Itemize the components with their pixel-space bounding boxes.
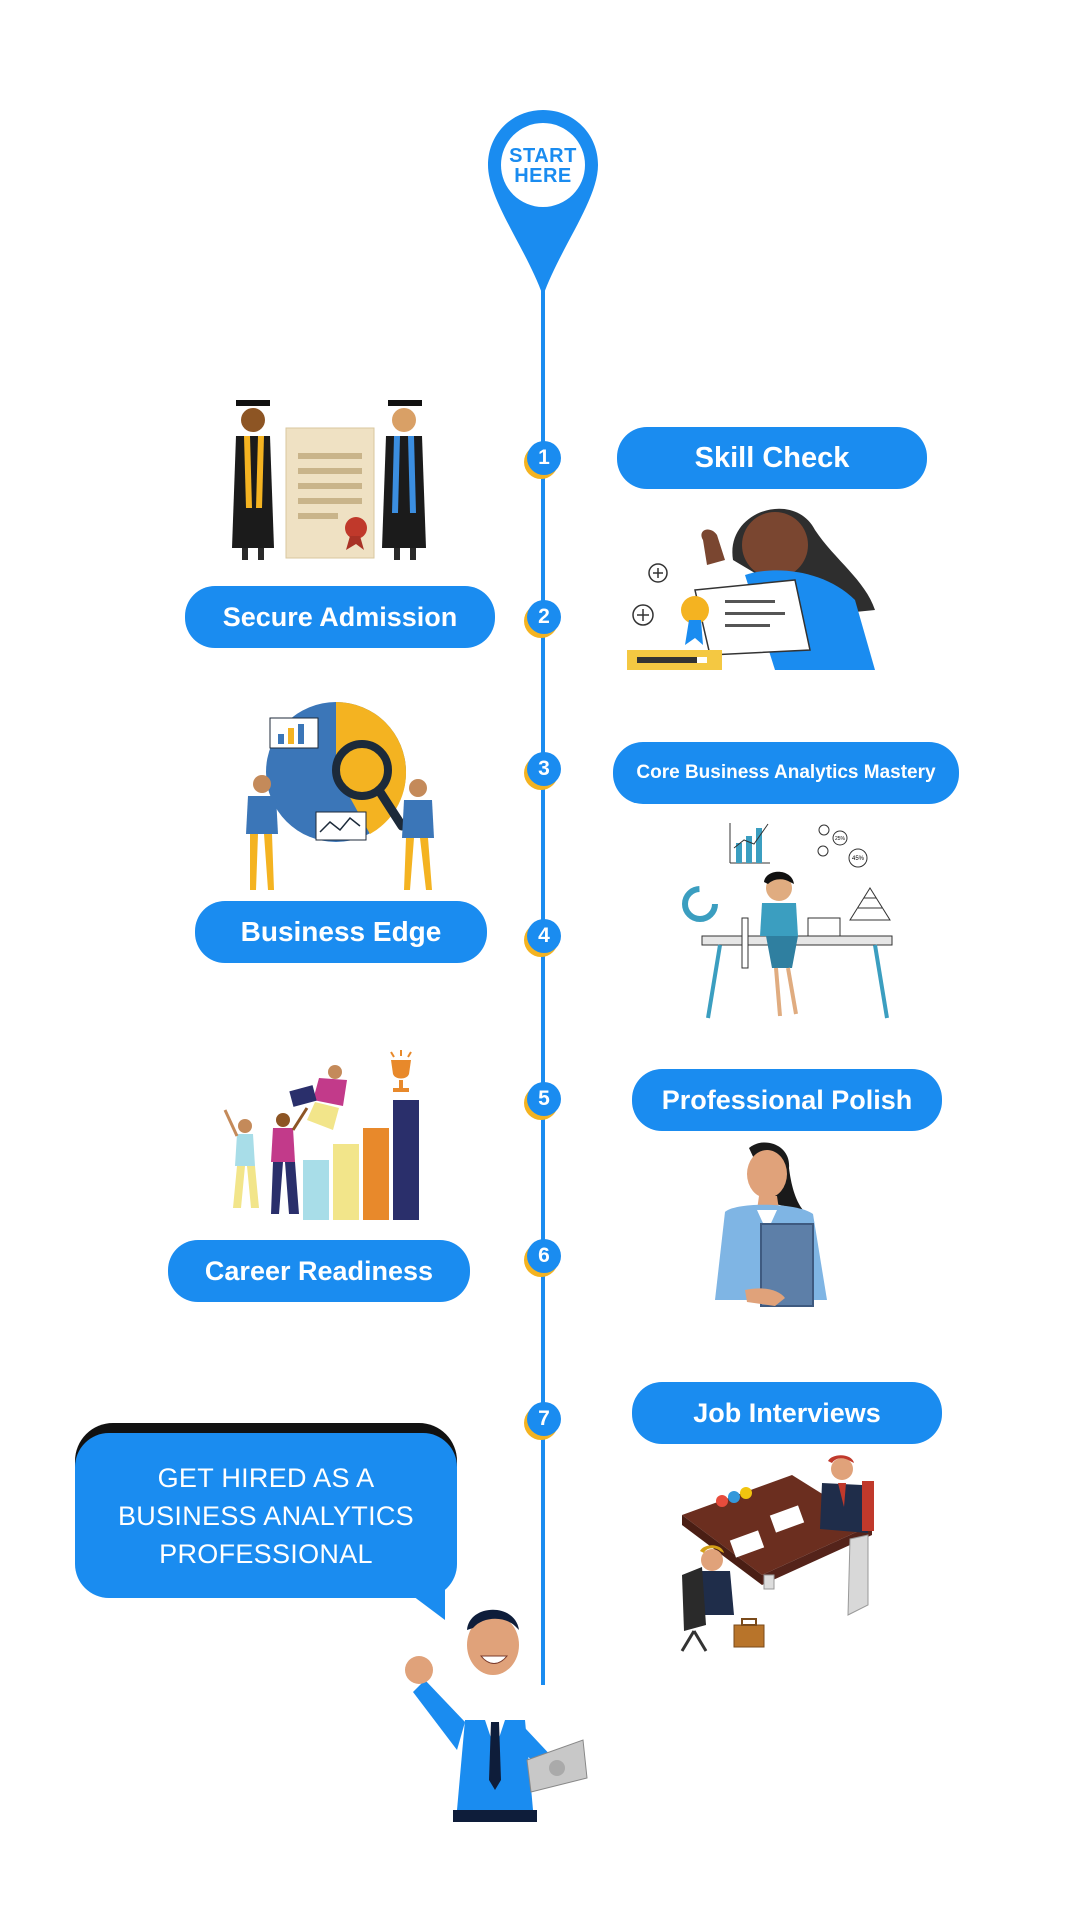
professional-woman-illustration xyxy=(715,1142,827,1307)
step-number-4: 4 xyxy=(527,919,561,953)
timeline-line xyxy=(541,285,545,1685)
start-pin-line1: START xyxy=(509,145,577,167)
certificate-woman-illustration xyxy=(627,508,875,670)
analytics-desk-woman-illustration: 25% 45% xyxy=(682,823,893,1019)
step-marker-4: 4 xyxy=(527,919,561,957)
speech-bubble-tail-icon xyxy=(405,1590,445,1620)
step-label-professional-polish: Professional Polish xyxy=(632,1069,942,1131)
step-label-secure-admission: Secure Admission xyxy=(185,586,495,648)
chart-percent-45: 45% xyxy=(852,856,865,862)
step-label-career-readiness: Career Readiness xyxy=(168,1240,470,1302)
goal-line-2: BUSINESS ANALYTICS xyxy=(118,1500,414,1531)
step-marker-1: 1 xyxy=(527,441,561,479)
step-number-2: 2 xyxy=(527,600,561,634)
step-number-5: 5 xyxy=(527,1082,561,1116)
goal-speech-bubble: GET HIRED AS A BUSINESS ANALYTICS PROFES… xyxy=(75,1433,457,1598)
step-label-skill-check: Skill Check xyxy=(617,427,927,489)
analytics-team-illustration xyxy=(246,702,434,890)
step-marker-7: 7 xyxy=(527,1402,561,1440)
step-marker-6: 6 xyxy=(527,1239,561,1277)
step-marker-3: 3 xyxy=(527,752,561,790)
start-pin-line2: HERE xyxy=(514,165,572,187)
goal-line-1: GET HIRED AS A xyxy=(157,1462,375,1493)
step-label-business-edge: Business Edge xyxy=(195,901,487,963)
chart-percent-25: 25% xyxy=(835,836,846,842)
career-growth-illustration xyxy=(223,1050,419,1220)
step-number-6: 6 xyxy=(527,1239,561,1273)
hired-professional-illustration xyxy=(405,1609,588,1822)
map-pin-icon xyxy=(488,110,598,296)
step-number-7: 7 xyxy=(527,1402,561,1436)
step-number-1: 1 xyxy=(527,441,561,475)
step-label-core-business-analytics: Core Business Analytics Mastery xyxy=(613,742,959,804)
step-number-3: 3 xyxy=(527,752,561,786)
step-marker-5: 5 xyxy=(527,1082,561,1120)
job-interview-illustration xyxy=(680,1455,874,1652)
step-label-job-interviews: Job Interviews xyxy=(632,1382,942,1444)
graduates-diploma-illustration xyxy=(232,400,426,560)
start-pin: START HERE xyxy=(486,108,600,298)
goal-line-3: PROFESSIONAL xyxy=(159,1538,373,1569)
step-marker-2: 2 xyxy=(527,600,561,638)
